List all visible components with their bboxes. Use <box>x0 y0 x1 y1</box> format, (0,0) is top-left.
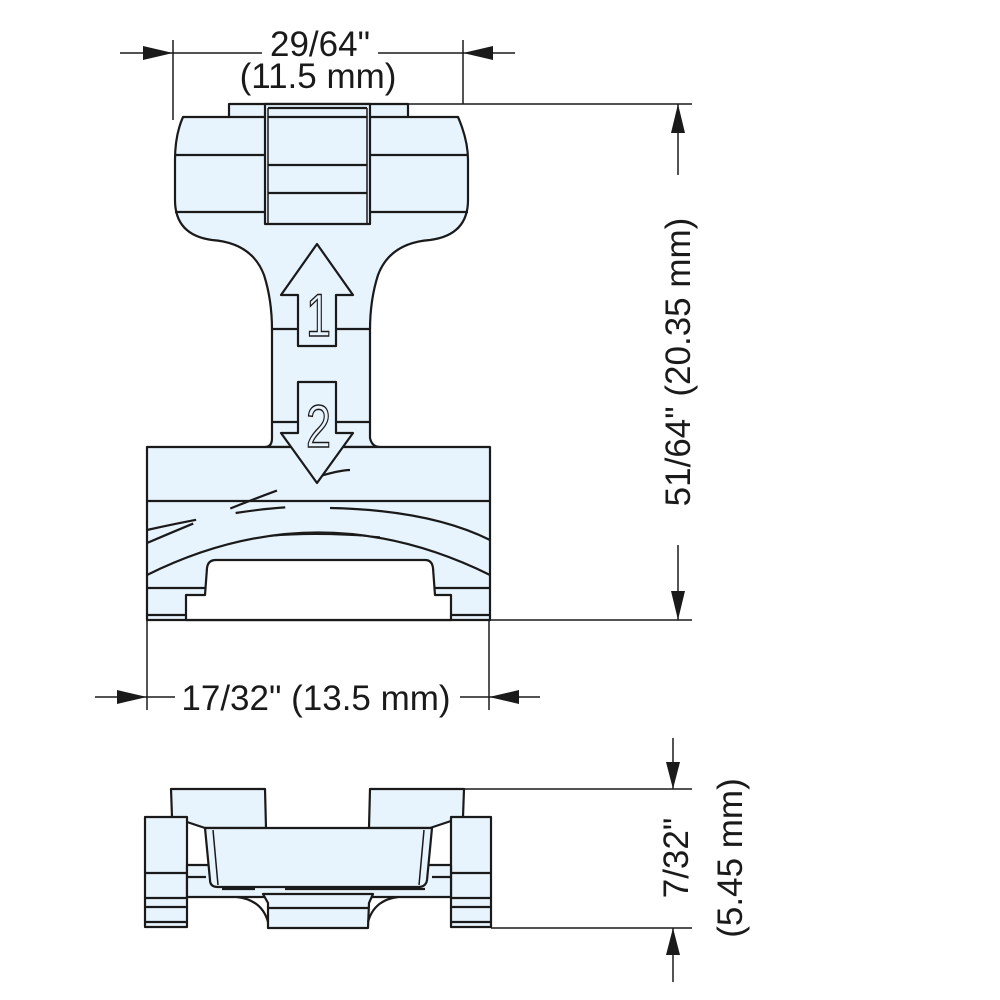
step-2-down-arrow-icon: 2 <box>279 380 355 485</box>
side-height-dimension: 7/32" (5.45 mm) <box>657 738 750 982</box>
height-dimension-right: 51/64" (20.35 mm) <box>408 103 698 621</box>
side-view: 7/32" (5.45 mm) <box>143 738 750 982</box>
step-1-label: 1 <box>306 283 331 350</box>
width-mm-label: (11.5 mm) <box>240 57 397 96</box>
side-height-mm-label: (5.45 mm) <box>711 778 750 937</box>
width-inch-label: 29/64" <box>270 25 370 64</box>
step-1-up-arrow-icon: 1 <box>279 242 355 350</box>
base-opening <box>184 558 453 622</box>
width-dimension-top: 29/64" (11.5 mm) <box>120 25 515 120</box>
top-view: 1 2 29/64" <box>95 25 698 718</box>
height-label: 51/64" (20.35 mm) <box>659 218 698 507</box>
side-height-inch-label: 7/32" <box>657 818 696 899</box>
base-width-dimension: 17/32" (13.5 mm) <box>95 620 540 718</box>
tray <box>203 826 434 889</box>
step-2-label: 2 <box>306 394 331 461</box>
base-width-label: 17/32" (13.5 mm) <box>181 679 450 718</box>
